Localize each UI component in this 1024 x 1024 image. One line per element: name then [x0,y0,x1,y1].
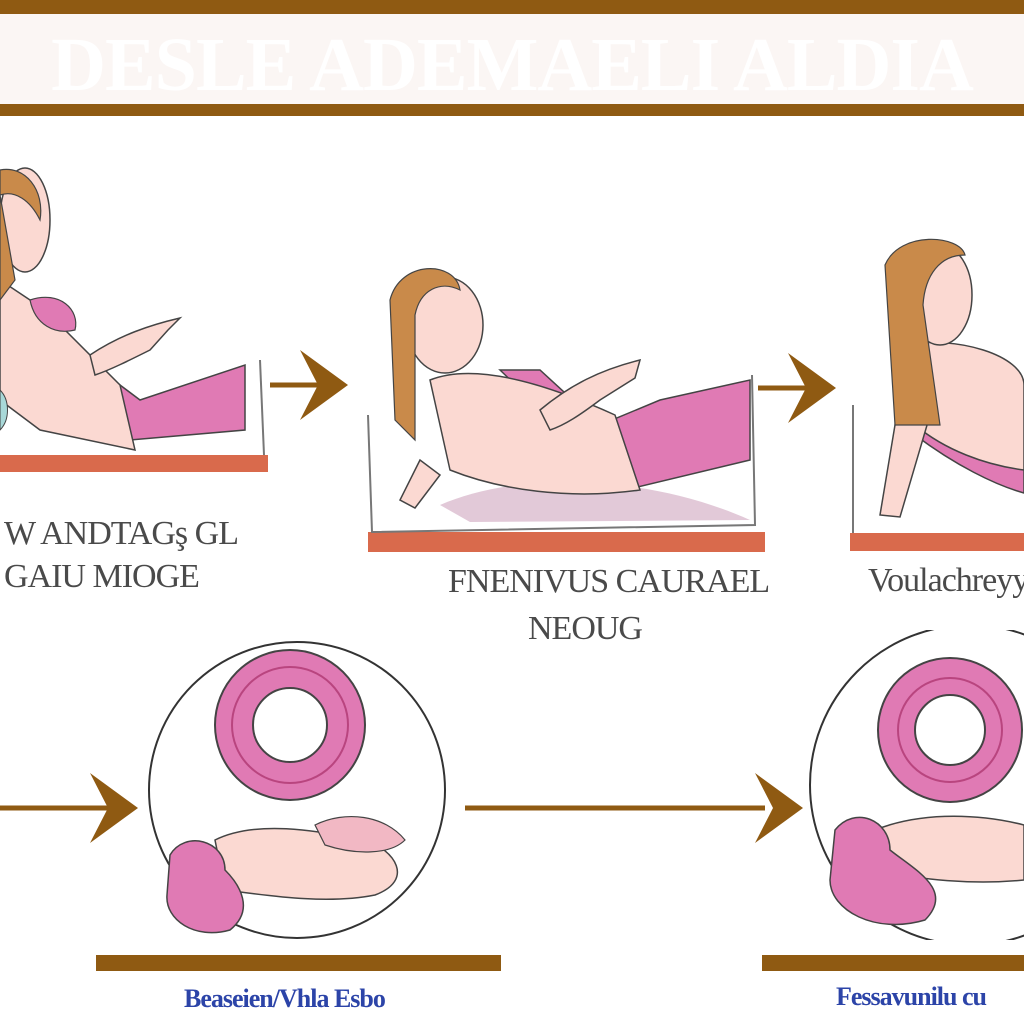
hair [0,168,42,222]
header-inner-strip [0,14,1024,104]
hair [884,238,966,426]
hair [389,268,461,442]
shadow-mat [440,482,750,522]
step-1-caption-line-1: W ANDTAGş GL [4,515,239,552]
step-2-caption-line-1: FNENIVUS CAURAEL [448,563,770,600]
detail-1-caption: Beaseien/Vhla Esbo [184,984,386,1013]
pink-organ [166,840,245,934]
pink-organ [829,816,937,926]
torso [904,341,1024,471]
base-platform [0,455,268,472]
arrow-right-icon [270,350,348,420]
arrow-right-icon [465,773,803,843]
arm [539,358,642,431]
arrow-right-icon [758,353,836,423]
figure-step-1 [0,167,268,472]
bottom-bar-right [762,955,1024,971]
arrow-right-icon [0,773,138,843]
step-3-caption-line-1: Voulachreyy [868,562,1024,599]
step-2-caption-line-2: NEOUG [528,610,643,647]
base-platform [368,532,765,552]
detail-circle-1 [148,641,446,939]
detail-circle-2 [809,630,1024,940]
figure-step-3 [850,238,1024,551]
bottom-bar-left [96,955,501,971]
detail-2-caption: Fessavunilu cu [836,982,987,1011]
page-title: DESLE ADEMAELI ALDIA [51,23,974,107]
figure-step-2 [367,268,765,552]
arm [89,316,183,376]
step-1-caption-line-2: GAIU MIOGE [4,558,200,595]
base-platform [850,533,1024,551]
